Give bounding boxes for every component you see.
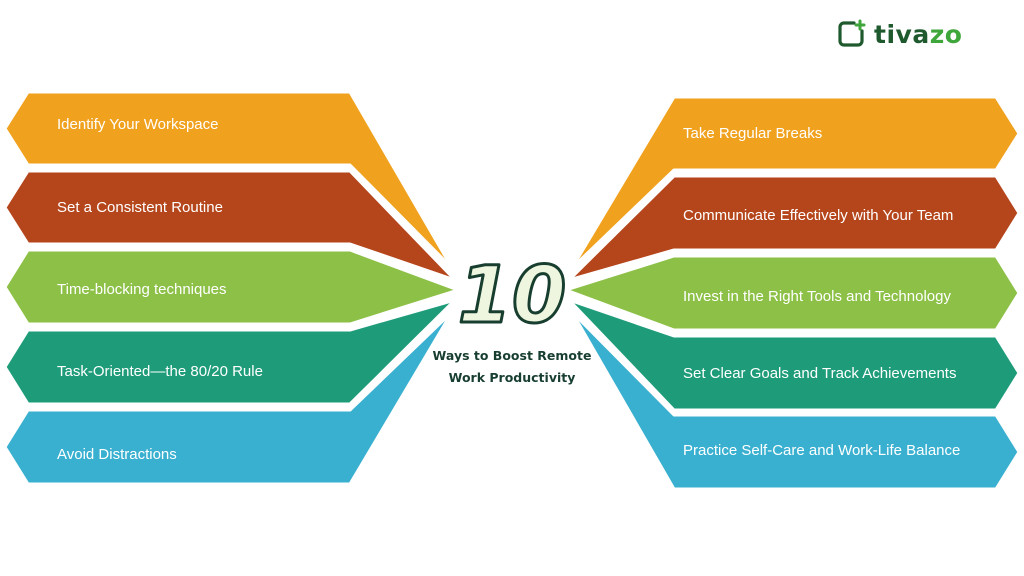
right-item-label-1: Take Regular Breaks — [683, 125, 823, 142]
left-ribbon-3 — [3, 248, 460, 326]
center-number: 10 — [458, 251, 567, 341]
right-item-label-3: Invest in the Right Tools and Technology — [683, 288, 951, 305]
left-ribbon-1 — [3, 90, 454, 270]
right-ribbon-3 — [564, 254, 1021, 332]
logo-square-plus-icon — [838, 19, 866, 47]
center-title-line2: Work Productivity — [448, 370, 576, 385]
left-item-label-3: Time-blocking techniques — [57, 281, 227, 298]
right-ribbon-5 — [570, 310, 1021, 491]
left-ribbon-2 — [3, 169, 457, 282]
right-item-label-2: Communicate Effectively with Your Team — [683, 207, 954, 224]
right-item-label-4: Set Clear Goals and Track Achievements — [683, 365, 957, 382]
center-title-line1: Ways to Boost Remote — [432, 348, 592, 363]
right-ribbons — [564, 95, 1021, 491]
left-item-label-1: Identify Your Workspace — [57, 116, 219, 133]
right-ribbon-4 — [567, 298, 1021, 412]
left-item-label-5: Avoid Distractions — [57, 446, 177, 463]
center-title: Ways to Boost Remote Work Productivity — [430, 345, 594, 389]
right-ribbon-2 — [567, 174, 1021, 282]
number-ten-graphic: 10 — [456, 250, 568, 343]
left-ribbons — [3, 90, 460, 486]
left-item-label-2: Set a Consistent Routine — [57, 199, 223, 216]
right-item-label-5: Practice Self-Care and Work-Life Balance — [683, 442, 961, 459]
right-ribbon-1 — [570, 95, 1021, 270]
brand-name: tivazo — [874, 19, 963, 49]
left-ribbon-5 — [3, 310, 454, 486]
brand-logo: tivazo — [836, 18, 962, 50]
left-ribbon-4 — [3, 298, 457, 406]
left-item-label-4: Task-Oriented—the 80/20 Rule — [57, 363, 263, 380]
